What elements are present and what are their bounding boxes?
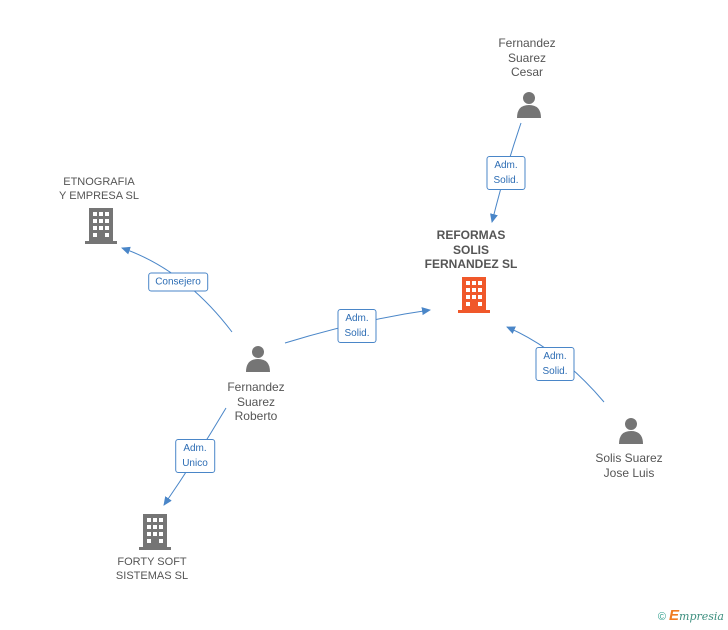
- footer-brand[interactable]: © Empresia: [658, 607, 724, 624]
- node-label-etnografia[interactable]: ETNOGRAFIA Y EMPRESA SL: [59, 176, 139, 202]
- node-label-cesar[interactable]: Fernandez Suarez Cesar: [498, 36, 556, 79]
- edge-label-roberto-forty[interactable]: Adm. Unico: [175, 439, 215, 473]
- brand-name: mpresia: [679, 610, 724, 623]
- person-icon[interactable]: [617, 416, 645, 444]
- edge-label-roberto-reformas[interactable]: Adm. Solid.: [337, 309, 377, 343]
- node-label-reformas[interactable]: REFORMAS SOLIS FERNANDEZ SL: [424, 228, 518, 271]
- copyright-icon: ©: [657, 611, 666, 623]
- node-label-solis[interactable]: Solis Suarez Jose Luis: [595, 451, 663, 480]
- person-icon[interactable]: [244, 344, 272, 372]
- node-label-forty[interactable]: FORTY SOFT SISTEMAS SL: [115, 556, 189, 582]
- person-icon[interactable]: [515, 90, 543, 118]
- node-label-roberto[interactable]: Fernandez Suarez Roberto: [227, 380, 285, 423]
- edge-label-cesar-reformas[interactable]: Adm. Solid.: [486, 156, 526, 190]
- brand-logo-letter: E: [669, 607, 680, 624]
- edge-label-roberto-etnografia[interactable]: Consejero: [148, 272, 208, 292]
- building-icon[interactable]: [139, 514, 171, 550]
- edge-label-solis-reformas[interactable]: Adm. Solid.: [535, 347, 575, 381]
- building-icon[interactable]: [85, 208, 117, 244]
- building-icon[interactable]: [458, 277, 490, 313]
